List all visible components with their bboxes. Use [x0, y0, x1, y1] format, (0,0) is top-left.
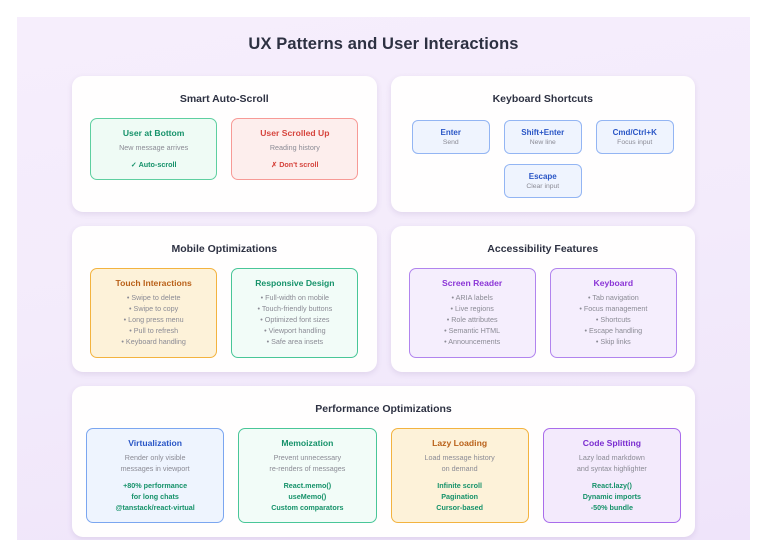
panel-title: Smart Auto-Scroll — [179, 93, 269, 105]
shortcut-key-label: Escape — [528, 172, 557, 181]
feature-card-line: • Role attributes — [446, 314, 498, 324]
feature-card-accent: Pagination — [441, 491, 478, 501]
feature-card-accent: Cursor-based — [436, 502, 483, 512]
feature-card-line: New message arrives — [119, 143, 189, 152]
feature-card-accent: ✗ Don't scroll — [271, 159, 319, 169]
panel-title: Accessibility Features — [487, 243, 599, 255]
feature-card-line: • Safe area insets — [266, 336, 324, 346]
shortcut-key-description: Send — [442, 139, 459, 146]
feature-card-line: • Focus management — [579, 303, 648, 313]
feature-card-line: • Full-width on mobile — [260, 293, 330, 302]
feature-card-title: User Scrolled Up — [260, 128, 330, 138]
card-list: Touch Interactions • Swipe to delete• Swi… — [86, 268, 363, 358]
panel-title: Mobile Optimizations — [171, 243, 278, 255]
feature-card-accent: Dynamic imports — [582, 491, 642, 501]
feature-card-title: Lazy Loading — [432, 437, 488, 448]
feature-card-line: Prevent unnecessary — [273, 452, 342, 462]
shortcut-key-description: Clear input — [526, 183, 560, 190]
feature-card-line: Reading history — [269, 143, 320, 152]
feature-card-line: • Shortcuts — [595, 314, 631, 324]
feature-card[interactable]: Touch Interactions • Swipe to delete• Swi… — [90, 268, 218, 358]
feature-card-title: Keyboard — [593, 278, 634, 288]
feature-card-line: • Escape handling — [584, 325, 643, 335]
feature-card-title: Code Splitting — [582, 437, 641, 448]
feature-card-accent: useMemo() — [288, 491, 327, 501]
feature-card[interactable]: Screen Reader • ARIA labels• Live regions… — [408, 268, 536, 358]
feature-card-line: • Skip links — [595, 336, 631, 346]
shortcut-key-description: Focus input — [617, 139, 653, 146]
feature-card-line: • Touch-friendly buttons — [257, 303, 333, 313]
feature-card-accent: @tanstack/react-virtual — [115, 502, 195, 512]
feature-card[interactable]: Responsive Design• Full-width on mobile•… — [231, 268, 359, 358]
shortcut-key-description: New line — [529, 139, 556, 146]
feature-card[interactable]: Keyboard • Tab navigation• Focus manageme… — [549, 268, 677, 358]
feature-card-line: • Optimized font sizes — [260, 314, 330, 324]
feature-card-title: Memoization — [281, 437, 334, 448]
shortcut-key[interactable]: Cmd/Ctrl+K Focus input — [595, 120, 674, 154]
feature-card-accent: ✓ Auto-scroll — [130, 159, 177, 169]
feature-card-line: • Swipe to copy — [129, 303, 179, 313]
feature-card-line: • Pull to refresh — [129, 325, 179, 335]
feature-card-line: • Tab navigation — [587, 293, 639, 302]
panel-title: Performance Optimizations — [315, 402, 452, 415]
shortcut-key-label: Enter — [440, 128, 461, 137]
feature-card-line: messages in viewport — [120, 463, 190, 473]
shortcut-key-label: Shift+Enter — [521, 128, 565, 137]
feature-card-accent: React.lazy() — [591, 480, 632, 490]
feature-card-line: • ARIA labels — [451, 293, 493, 302]
diagram-canvas: UX Patterns and User Interactions Smart … — [17, 17, 750, 540]
feature-card-accent: React.memo() — [283, 480, 332, 490]
feature-card-title: Virtualization — [128, 437, 183, 448]
feature-card-line: • Semantic HTML — [444, 325, 501, 335]
feature-card-line: Load message history — [424, 452, 495, 462]
feature-card-accent: for long chats — [131, 491, 179, 501]
feature-card-accent: -50% bundle — [590, 502, 634, 512]
feature-card-accent: Infinite scroll — [437, 480, 482, 490]
page-title: UX Patterns and User Interactions — [248, 35, 519, 53]
feature-card-line: • Long press menu — [123, 314, 184, 324]
feature-card-title: Touch Interactions — [115, 278, 192, 288]
feature-card-line: on demand — [441, 463, 478, 473]
feature-card[interactable]: User Scrolled Up Reading history ✗ Don't s… — [231, 118, 359, 181]
feature-card-title: Screen Reader — [442, 278, 503, 288]
feature-card-line: • Keyboard handling — [121, 336, 186, 346]
feature-card-title: Responsive Design — [255, 278, 335, 288]
shortcut-key-label: Cmd/Ctrl+K — [612, 128, 657, 137]
feature-card-line: • Announcements — [444, 336, 501, 346]
card-list: Screen Reader • ARIA labels• Live regions… — [405, 268, 682, 358]
feature-card-line: and syntax highlighter — [576, 463, 647, 473]
feature-card-line: Render only visible — [124, 452, 186, 462]
feature-card-accent: +80% performance — [123, 480, 188, 490]
panel-title: Keyboard Shortcuts — [492, 93, 593, 105]
feature-card-line: Lazy load markdown — [578, 452, 645, 462]
feature-card-line: re-renders of messages — [269, 463, 346, 473]
feature-card-line: • Viewport handling — [264, 325, 326, 335]
feature-card-title: User at Bottom — [122, 128, 185, 138]
feature-card-line: • Live regions — [450, 303, 494, 313]
feature-card-line: • Swipe to delete — [126, 293, 181, 302]
feature-card-accent: Custom comparators — [271, 502, 344, 512]
